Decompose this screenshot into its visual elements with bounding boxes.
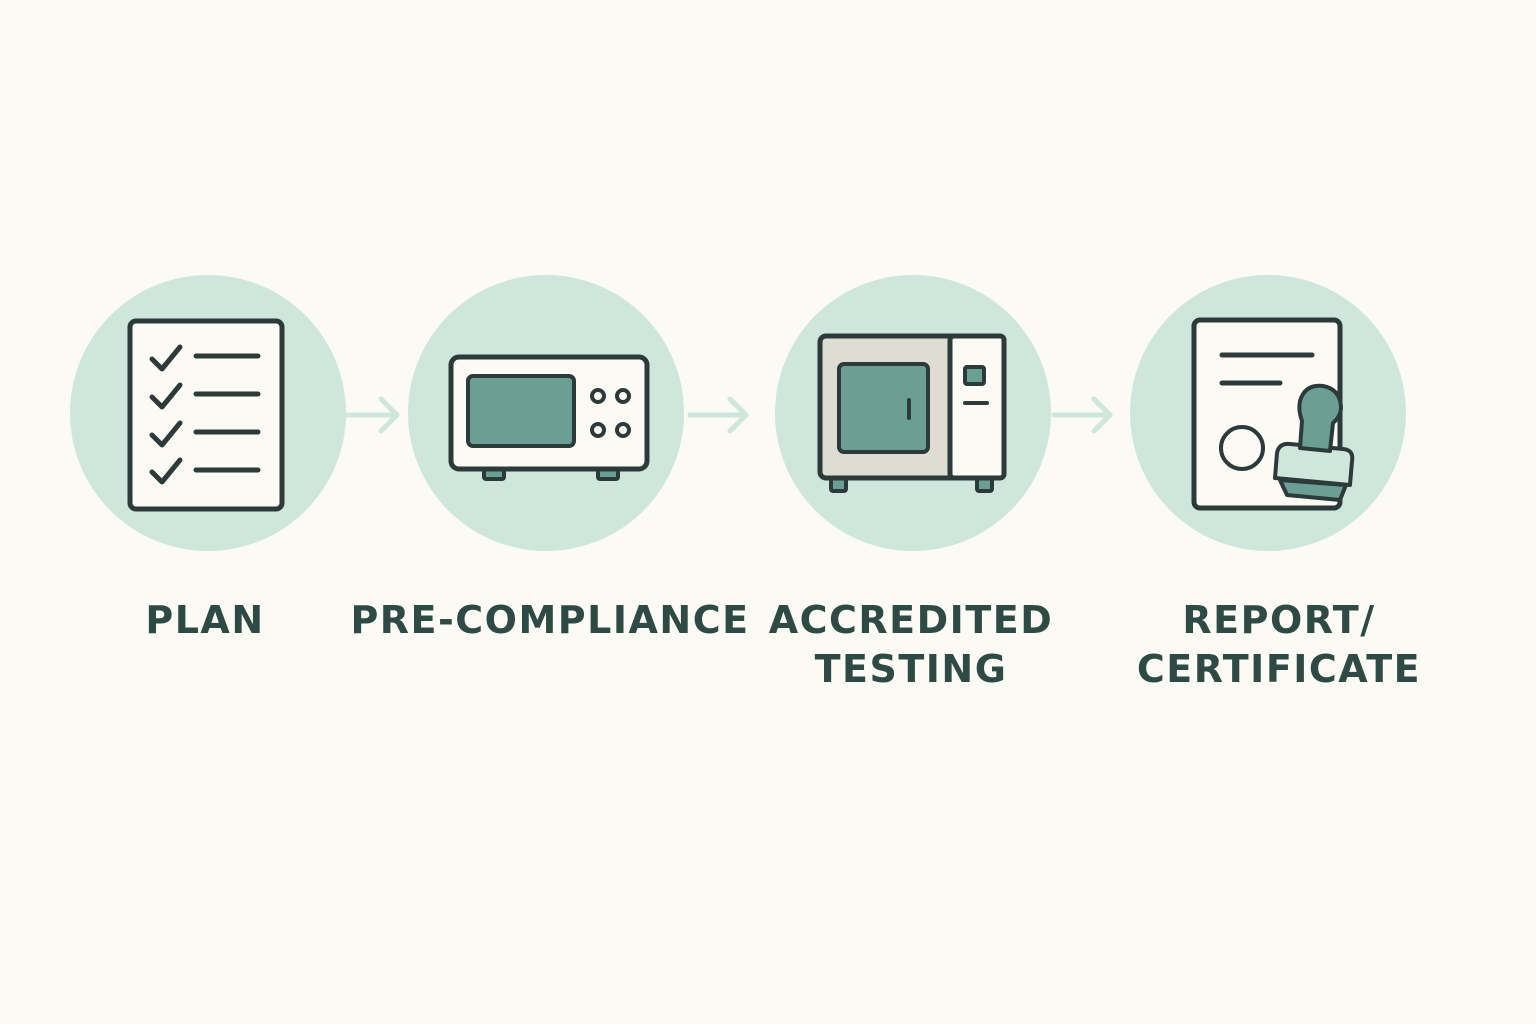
test-chamber-icon [817, 333, 1007, 493]
step-label-accredited-testing: ACCREDITED TESTING [768, 598, 1054, 691]
step-plan-circle [70, 275, 346, 551]
arrow-icon [338, 396, 400, 434]
step-label-report-certificate: REPORT/ CERTIFICATE [1136, 598, 1422, 691]
test-equipment-icon [448, 354, 650, 481]
certificate-stamp-icon [1191, 317, 1355, 511]
step-pre-compliance-circle [408, 275, 684, 551]
checklist-icon [127, 318, 285, 512]
step-report-certificate-circle [1130, 275, 1406, 551]
step-label-pre-compliance: PRE-COMPLIANCE [350, 598, 750, 642]
arrow-icon [1051, 396, 1113, 434]
arrow-icon [687, 396, 749, 434]
step-accredited-testing-circle [775, 275, 1051, 551]
step-label-plan: PLAN [145, 598, 265, 642]
